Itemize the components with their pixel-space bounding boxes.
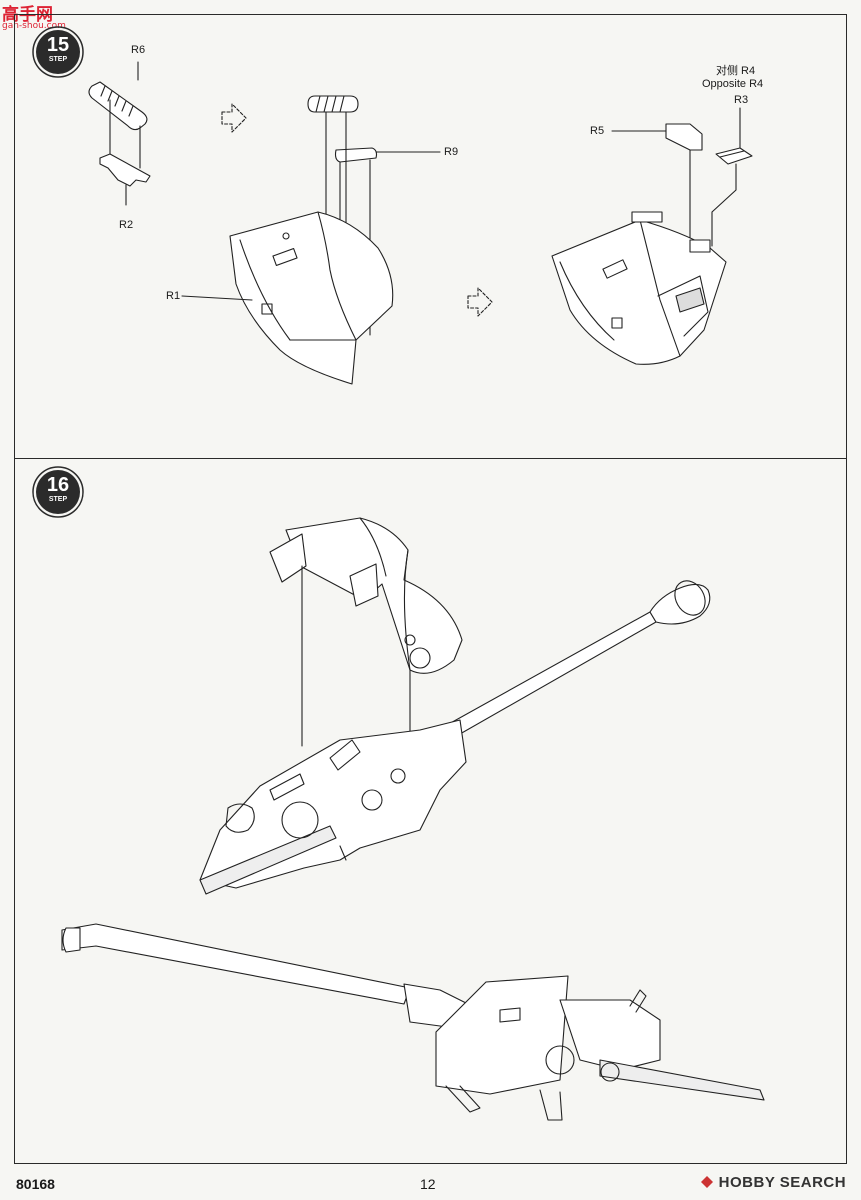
step-number: 16 bbox=[46, 474, 70, 496]
step-16-number: 16 STEP bbox=[35, 469, 81, 515]
label-r1: R1 bbox=[166, 290, 181, 302]
step-15-number: 15 STEP bbox=[35, 29, 81, 75]
finished-gun bbox=[61, 923, 765, 1121]
label-opposite-en: Opposite R4 bbox=[702, 78, 764, 90]
step-15-badge bbox=[32, 26, 84, 78]
label-r3: R3 bbox=[734, 94, 749, 106]
step-number: 15 bbox=[46, 34, 70, 56]
step-label: STEP bbox=[48, 496, 68, 503]
page-number: 12 bbox=[420, 1176, 436, 1192]
part-r2-bracket bbox=[99, 153, 151, 187]
kit-code: 80168 bbox=[16, 1176, 55, 1192]
label-r6: R6 bbox=[131, 44, 146, 56]
step-label: STEP bbox=[48, 56, 68, 63]
watermark-url: gan-shou.com bbox=[2, 21, 66, 31]
brand-logo-icon bbox=[701, 1176, 713, 1188]
part-r6-assembled bbox=[307, 95, 359, 113]
part-r3 bbox=[715, 147, 753, 165]
part-r5 bbox=[665, 123, 703, 151]
shield-assembly bbox=[269, 517, 463, 674]
step-divider bbox=[14, 458, 847, 459]
part-r6-grip bbox=[88, 81, 148, 131]
label-r2: R2 bbox=[119, 219, 134, 231]
label-opposite-cn: 对侧 R4 bbox=[716, 65, 756, 77]
part-r1-assembled bbox=[551, 211, 727, 365]
label-r9: R9 bbox=[444, 146, 459, 158]
brand-watermark: HOBBY SEARCH bbox=[700, 1174, 846, 1191]
part-r1-shield bbox=[229, 211, 394, 385]
gun-carriage bbox=[199, 719, 467, 895]
page-frame bbox=[14, 14, 847, 1164]
brand-text: HOBBY SEARCH bbox=[718, 1174, 847, 1191]
gun-barrel bbox=[437, 580, 711, 743]
step-16-badge bbox=[32, 466, 84, 518]
label-r5: R5 bbox=[590, 125, 605, 137]
